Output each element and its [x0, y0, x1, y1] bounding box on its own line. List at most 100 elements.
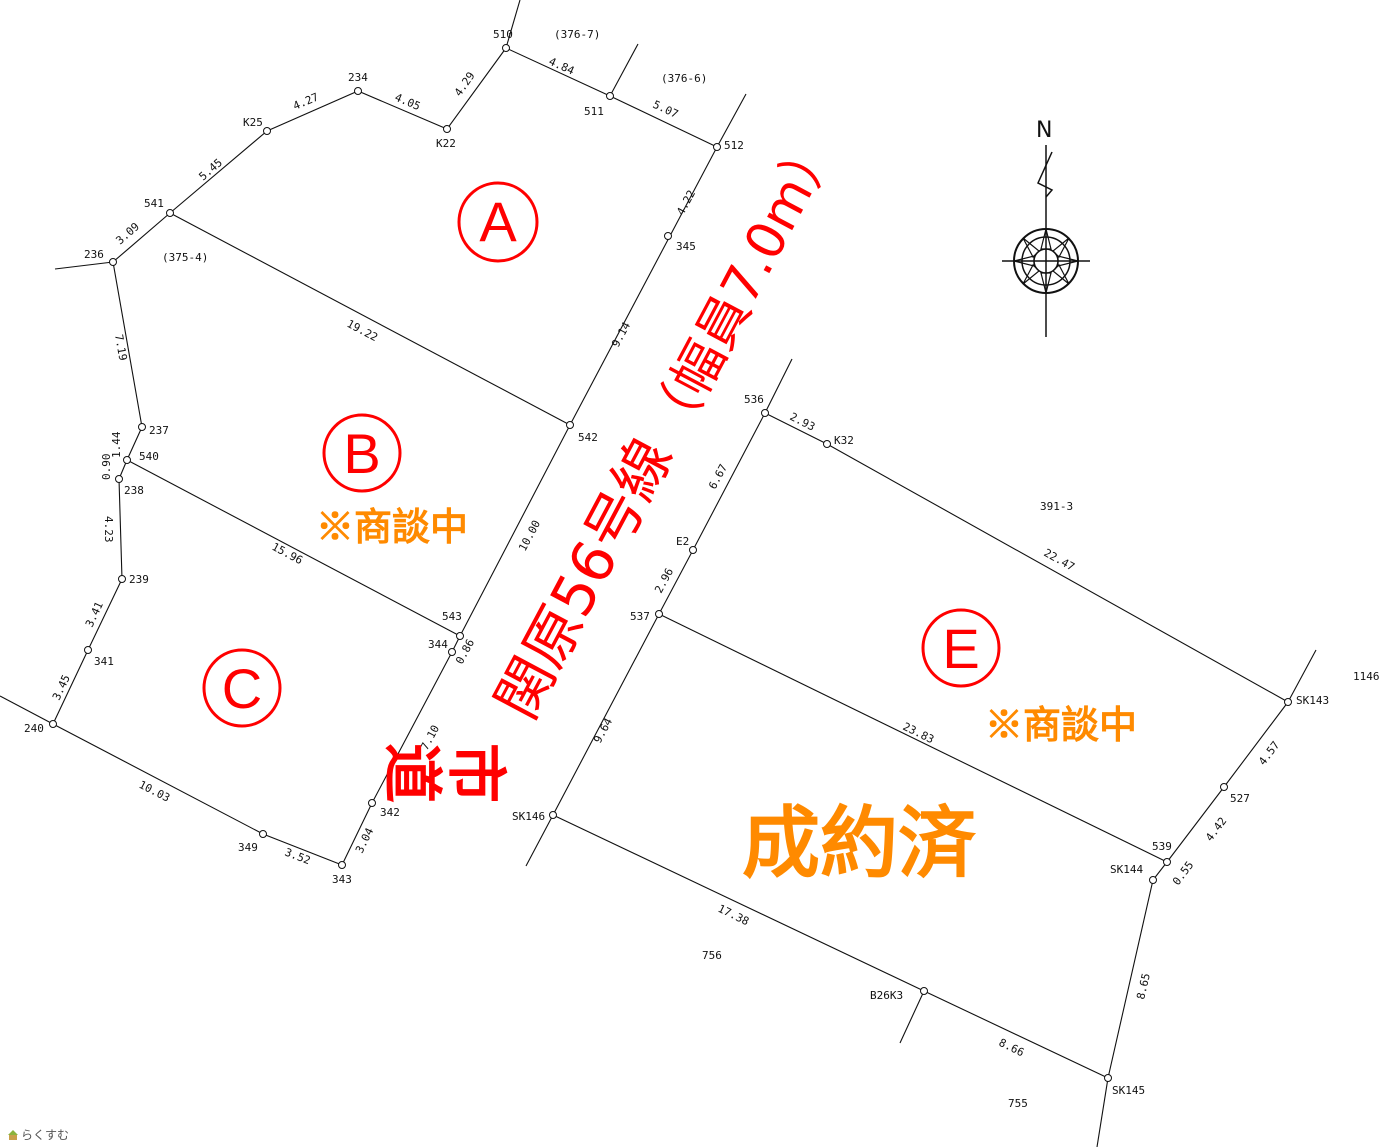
dimension-label: 0.90 — [100, 454, 113, 481]
survey-point — [1104, 1074, 1112, 1082]
dimension-label: 10.00 — [516, 518, 543, 553]
neighbor-parcel-label: 391-3 — [1040, 500, 1073, 513]
dimension-label: 2.96 — [652, 566, 676, 596]
survey-point — [166, 209, 174, 217]
survey-point — [1284, 698, 1292, 706]
lot-marker-a: A — [457, 181, 539, 263]
north-label: N — [1036, 118, 1052, 143]
dimension-label: 22.47 — [1042, 546, 1077, 573]
point-label: 536 — [744, 393, 764, 406]
point-label: 345 — [676, 240, 696, 253]
point-label: 540 — [139, 450, 159, 463]
road-prefix: 市道 — [380, 733, 508, 803]
dimension-label: 9.14 — [609, 320, 633, 350]
dimension-labels: 4.84 5.07 4.27 4.05 4.29 5.45 3.09 4.22 … — [50, 55, 1282, 1059]
dimension-label: 3.45 — [50, 673, 73, 703]
point-label: SK145 — [1112, 1084, 1145, 1097]
survey-point — [761, 409, 769, 417]
survey-point — [549, 811, 557, 819]
point-label: 541 — [144, 197, 164, 210]
point-label: SK144 — [1110, 863, 1143, 876]
point-label: E2 — [676, 535, 689, 548]
survey-point — [338, 861, 346, 869]
survey-point — [118, 575, 126, 583]
point-label: SK146 — [512, 810, 545, 823]
survey-point — [354, 87, 362, 95]
point-label: 512 — [724, 139, 744, 152]
point-label: 344 — [428, 638, 448, 651]
point-label: 343 — [332, 873, 352, 886]
dimension-label: 4.42 — [1203, 815, 1229, 844]
dimension-label: 1.44 — [110, 431, 123, 458]
dimension-label: 8.66 — [997, 1036, 1027, 1059]
survey-point — [443, 125, 451, 133]
dimension-label: 3.04 — [353, 825, 376, 855]
sold-label: 成約済 — [742, 798, 977, 889]
point-label: SK143 — [1296, 694, 1329, 707]
dimension-label: 2.93 — [788, 410, 818, 434]
lot-marker-b: B — [322, 413, 402, 493]
lot-marker-e: E — [921, 608, 1001, 688]
point-label: 543 — [442, 610, 462, 623]
dimension-label: 3.52 — [283, 846, 312, 868]
survey-point — [566, 421, 574, 429]
dimension-label: 7.19 — [112, 333, 129, 361]
neighbor-parcel-label: 756 — [702, 949, 722, 962]
dimension-label: 10.03 — [137, 778, 172, 805]
point-label: 511 — [584, 105, 604, 118]
point-label: 238 — [124, 484, 144, 497]
neighbor-parcel-label: 755 — [1008, 1097, 1028, 1110]
point-label: 341 — [94, 655, 114, 668]
point-label: K22 — [436, 137, 456, 150]
point-label: 539 — [1152, 840, 1172, 853]
point-label: 527 — [1230, 792, 1250, 805]
point-label: K25 — [243, 116, 263, 129]
neighbor-parcels: (376-7) (376-6) (375-4) 391-3 1146 756 7… — [162, 28, 1380, 1110]
survey-points — [49, 44, 1292, 1082]
watermark: らくすむ — [8, 1126, 69, 1143]
point-label: 342 — [380, 806, 400, 819]
dimension-label: 23.83 — [901, 720, 936, 746]
survey-point — [606, 92, 614, 100]
lot-b-status: ※商談中 — [316, 504, 468, 549]
survey-point — [259, 830, 267, 838]
point-label: K32 — [834, 434, 854, 447]
neighbor-parcel-label: 1146 — [1353, 670, 1380, 683]
point-label: 510 — [493, 28, 513, 41]
survey-point — [448, 648, 456, 656]
survey-point — [109, 258, 117, 266]
lot-letter: A — [479, 190, 517, 253]
survey-point — [689, 546, 697, 554]
point-label: 349 — [238, 841, 258, 854]
neighbor-parcel-label: (375-4) — [162, 251, 208, 264]
dimension-label: 3.09 — [113, 220, 142, 247]
survey-point — [1149, 876, 1157, 884]
survey-point — [263, 127, 271, 135]
point-label: 236 — [84, 248, 104, 261]
point-label: 537 — [630, 610, 650, 623]
neighbor-parcel-label: (376-6) — [661, 72, 707, 85]
survey-point — [1163, 858, 1171, 866]
point-label: 542 — [578, 431, 598, 444]
point-label: 234 — [348, 71, 368, 84]
dimension-label: 3.41 — [83, 600, 106, 630]
point-label: B26K3 — [870, 989, 903, 1002]
neighbor-parcel-label: (376-7) — [554, 28, 600, 41]
dimension-label: 4.23 — [102, 516, 115, 543]
house-icon — [8, 1129, 18, 1140]
survey-point — [920, 987, 928, 995]
dimension-label: 4.57 — [1256, 739, 1282, 768]
survey-point — [368, 799, 376, 807]
point-label: 240 — [24, 722, 44, 735]
point-label: 237 — [149, 424, 169, 437]
north-arrow-icon: N — [1002, 118, 1090, 337]
dimension-label: 4.29 — [452, 70, 478, 99]
lot-marker-c: C — [202, 648, 282, 728]
survey-point — [123, 456, 131, 464]
dimension-label: 0.55 — [1170, 859, 1196, 888]
survey-point — [502, 44, 510, 52]
survey-point — [84, 646, 92, 654]
survey-point — [713, 143, 721, 151]
survey-point — [664, 232, 672, 240]
